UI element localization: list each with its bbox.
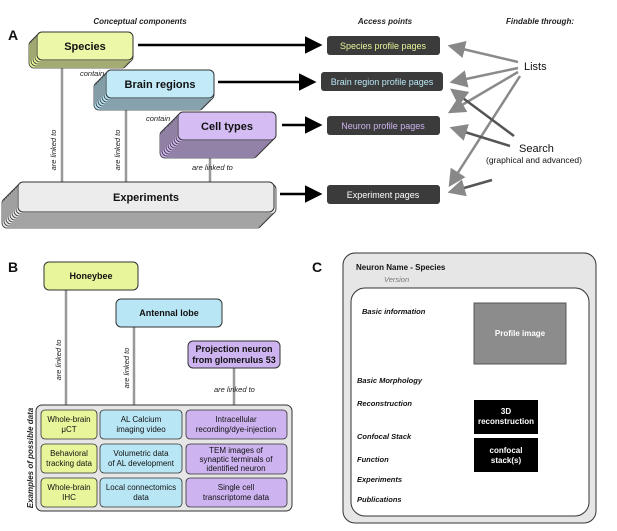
- section-publications[interactable]: Publications: [357, 495, 402, 504]
- svg-text:imaging video: imaging video: [116, 425, 166, 434]
- svg-text:Local connectomics: Local connectomics: [106, 483, 176, 492]
- panel-b: Honeybee Antennal lobe Projection neuron…: [26, 261, 293, 512]
- species-profile-pages-label: Species profile pages: [340, 41, 427, 51]
- svg-text:TEM images of: TEM images of: [209, 446, 264, 455]
- linked-label-brain: are linked to: [113, 130, 122, 171]
- contain-label-2: contain: [146, 114, 170, 123]
- antennal-lobe-label: Antennal lobe: [139, 308, 199, 318]
- species-label: Species: [64, 41, 106, 53]
- svg-text:tracking data: tracking data: [46, 459, 92, 468]
- example-cell-whole-brain-ihc[interactable]: Whole-brain IHC: [40, 477, 98, 508]
- brain-regions-label: Brain regions: [125, 79, 196, 91]
- brain-regions-stack[interactable]: Brain regions: [93, 69, 215, 111]
- svg-text:μCT: μCT: [61, 425, 76, 434]
- section-confocal-stack[interactable]: Confocal Stack: [357, 432, 412, 441]
- svg-text:data: data: [133, 493, 149, 502]
- svg-text:stack(s): stack(s): [491, 456, 522, 465]
- example-cell-volumetric-data[interactable]: Volumetric data of AL development: [99, 443, 183, 474]
- section-basic-morphology[interactable]: Basic Morphology: [357, 376, 423, 385]
- profile-version: Version: [384, 275, 409, 284]
- svg-text:of AL development: of AL development: [108, 459, 175, 468]
- cell-types-stack[interactable]: Cell types: [159, 111, 277, 159]
- experiments-stack[interactable]: Experiments: [1, 181, 277, 229]
- linked-label-antennal: are linked to: [122, 348, 131, 389]
- linked-label-species: are linked to: [49, 130, 58, 171]
- svg-text:Whole-brain: Whole-brain: [47, 483, 90, 492]
- experiments-label: Experiments: [113, 192, 179, 204]
- neuron-profile-pages-box[interactable]: Neuron profile pages: [327, 116, 440, 135]
- linked-label-projection: are linked to: [214, 385, 255, 394]
- example-cell-al-calcium-imaging[interactable]: AL Calcium imaging video: [99, 409, 183, 440]
- header-findable-through: Findable through:: [506, 17, 574, 26]
- experiment-pages-box[interactable]: Experiment pages: [327, 185, 440, 204]
- svg-text:Behavioral: Behavioral: [50, 449, 88, 458]
- section-experiments[interactable]: Experiments: [357, 475, 402, 484]
- confocal-stack-button[interactable]: confocal stack(s): [474, 438, 538, 472]
- svg-text:Intracellular: Intracellular: [215, 415, 257, 424]
- example-cell-behavioral-tracking[interactable]: Behavioral tracking data: [40, 443, 98, 474]
- brain-region-profile-pages-box[interactable]: Brain region profile pages: [321, 72, 443, 91]
- svg-text:IHC: IHC: [62, 493, 76, 502]
- svg-text:confocal: confocal: [490, 446, 523, 455]
- svg-text:reconstruction: reconstruction: [478, 417, 534, 426]
- antennal-lobe-box[interactable]: Antennal lobe: [115, 298, 223, 328]
- section-reconstruction[interactable]: Reconstruction: [357, 399, 412, 408]
- profile-title: Neuron Name - Species: [356, 263, 446, 272]
- brain-region-profile-pages-label: Brain region profile pages: [331, 77, 434, 87]
- projection-neuron-line1: Projection neuron: [195, 344, 272, 354]
- lists-label: Lists: [524, 61, 547, 73]
- cell-types-label: Cell types: [201, 121, 253, 133]
- svg-text:3D: 3D: [501, 407, 511, 416]
- neuron-profile-pages-label: Neuron profile pages: [341, 121, 425, 131]
- example-cell-whole-brain-uct[interactable]: Whole-brain μCT: [40, 409, 98, 440]
- profile-image-box[interactable]: Profile image: [473, 302, 567, 365]
- 3d-reconstruction-button[interactable]: 3D reconstruction: [474, 400, 538, 434]
- svg-text:synaptic terminals of: synaptic terminals of: [200, 455, 274, 464]
- linked-label-cell: are linked to: [192, 163, 233, 172]
- panel-a: Experiments Species Brain regions: [1, 31, 582, 229]
- species-profile-pages-box[interactable]: Species profile pages: [327, 36, 440, 55]
- example-cell-tem-images[interactable]: TEM images of synaptic terminals of iden…: [185, 443, 288, 475]
- honeybee-box[interactable]: Honeybee: [43, 261, 139, 291]
- search-label: Search: [519, 143, 554, 155]
- linked-label-honeybee: are linked to: [54, 340, 63, 381]
- panel-label-a: A: [8, 27, 18, 43]
- honeybee-label: Honeybee: [69, 271, 112, 281]
- svg-text:AL Calcium: AL Calcium: [121, 415, 162, 424]
- example-cell-local-connectomics[interactable]: Local connectomics data: [99, 477, 183, 508]
- projection-neuron-box[interactable]: Projection neuron from glomerulus 53: [187, 340, 281, 369]
- section-function[interactable]: Function: [357, 455, 389, 464]
- svg-text:Volumetric data: Volumetric data: [113, 449, 169, 458]
- panel-c: Neuron Name - Species Version Basic info…: [342, 252, 597, 524]
- species-stack[interactable]: Species: [28, 31, 134, 69]
- examples-side-label: Examples of possible data: [26, 407, 35, 508]
- header-access-points: Access points: [357, 17, 413, 26]
- svg-text:identified neuron: identified neuron: [206, 464, 265, 473]
- svg-text:transcriptome data: transcriptome data: [203, 493, 270, 502]
- profile-image-label: Profile image: [495, 329, 546, 338]
- experiment-pages-label: Experiment pages: [347, 190, 420, 200]
- section-basic-information[interactable]: Basic information: [362, 307, 426, 316]
- example-cell-single-cell-transcriptome[interactable]: Single cell transcriptome data: [185, 477, 288, 508]
- projection-neuron-line2: from glomerulus 53: [192, 355, 276, 365]
- search-sublabel: (graphical and advanced): [486, 155, 582, 165]
- panel-label-b: B: [8, 259, 18, 275]
- contain-label-1: contain: [80, 69, 104, 78]
- panel-label-c: C: [312, 259, 322, 275]
- svg-text:Whole-brain: Whole-brain: [47, 415, 90, 424]
- example-cell-intracellular-recording[interactable]: Intracellular recording/dye-injection: [185, 409, 288, 440]
- header-conceptual-components: Conceptual components: [93, 17, 187, 26]
- svg-text:recording/dye-injection: recording/dye-injection: [196, 425, 277, 434]
- svg-text:Single cell: Single cell: [218, 483, 255, 492]
